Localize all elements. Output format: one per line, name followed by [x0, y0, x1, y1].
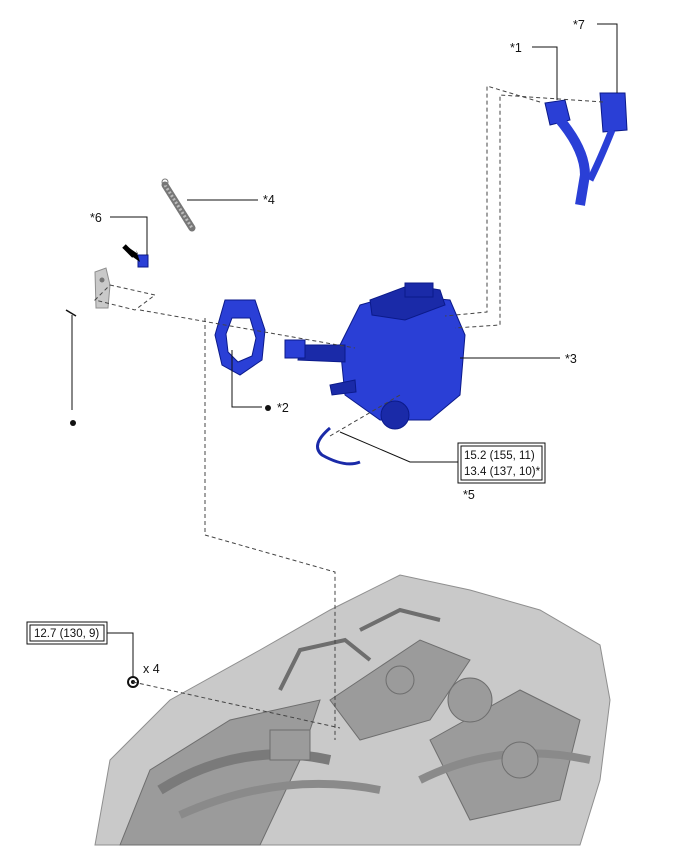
torque-spec-upper-line2: 13.4 (137, 10)* [464, 466, 541, 478]
alignment-lines [94, 85, 604, 740]
return-spring [161, 178, 196, 232]
nut-symbol [127, 676, 139, 688]
callout-2: *2 [277, 401, 289, 415]
torque-spec-lower: 12.7 (130, 9) [26, 621, 108, 645]
callout-4: *4 [263, 193, 275, 207]
callout-1: *1 [510, 41, 522, 55]
bolt-symbol-gasket [265, 405, 271, 411]
pedal-bracket [94, 267, 111, 309]
callout-3: *3 [565, 352, 577, 366]
torque-spec-upper-line1: 15.2 (155, 11) [464, 450, 535, 462]
clip-part [122, 244, 149, 268]
brake-actuator-assembly [284, 282, 466, 466]
callout-5: *5 [463, 488, 475, 502]
leader-lines [107, 23, 618, 676]
callout-6: *6 [90, 211, 102, 225]
bolt-symbol-left [70, 420, 76, 426]
quantity-label: x 4 [143, 662, 160, 676]
wire-harness-connectors [544, 92, 628, 206]
engine-bay-illustration [94, 574, 611, 846]
torque-spec-upper: 15.2 (155, 11) 13.4 (137, 10)* [457, 442, 546, 484]
callout-7: *7 [573, 18, 585, 32]
gasket-part [214, 299, 266, 376]
torque-spec-lower-value: 12.7 (130, 9) [34, 628, 99, 640]
